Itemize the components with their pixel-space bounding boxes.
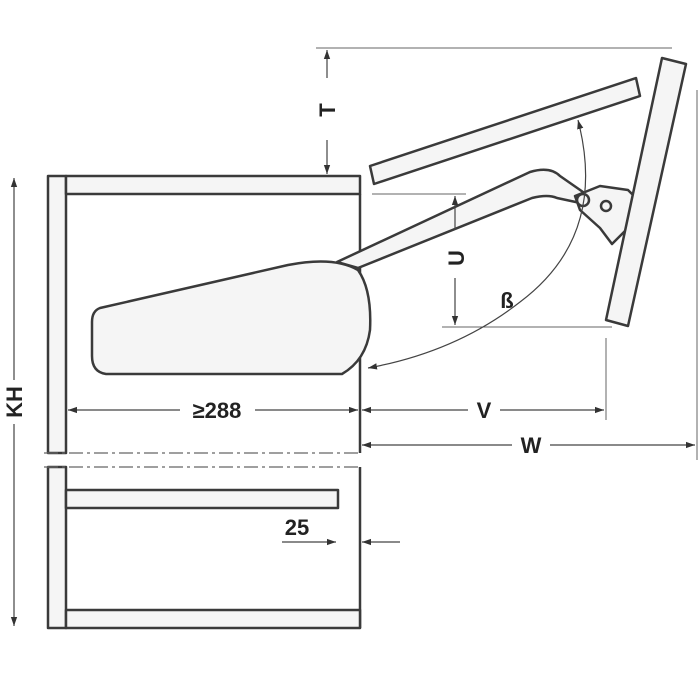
dimension-min-depth: ≥288 xyxy=(68,398,358,423)
dimension-kh: KH xyxy=(2,178,27,626)
bracket-pivot-point xyxy=(599,199,613,213)
lift-mechanism-housing xyxy=(90,260,372,376)
dimension-w-label: W xyxy=(521,433,542,458)
dimension-offset-25-label: 25 xyxy=(285,515,309,540)
dimension-v: V xyxy=(362,398,604,423)
angle-beta-arc xyxy=(367,119,587,370)
cabinet-top-panel xyxy=(64,174,362,196)
angle-beta-label: ß xyxy=(500,288,513,313)
cabinet xyxy=(44,174,362,630)
cabinet-bottom-panel xyxy=(64,608,362,630)
dimension-min-depth-label: ≥288 xyxy=(193,398,242,423)
dimension-kh-label: KH xyxy=(2,386,27,418)
cabinet-side-panel-lower xyxy=(46,465,68,630)
cabinet-side-panel-upper xyxy=(46,174,68,455)
dimension-u-label: U xyxy=(444,250,469,266)
dimension-angle-beta: ß xyxy=(367,119,587,370)
dimension-t: T xyxy=(315,50,340,174)
dimension-v-label: V xyxy=(477,398,492,423)
dimension-t-label: T xyxy=(315,103,340,117)
flap-panel-upright xyxy=(604,56,688,328)
lift-mechanism xyxy=(90,168,640,376)
dimension-offset-25: 25 xyxy=(282,515,400,546)
dimension-w: W xyxy=(362,433,695,458)
flap-panel-tilted xyxy=(368,76,642,186)
cabinet-shelf xyxy=(64,488,340,510)
